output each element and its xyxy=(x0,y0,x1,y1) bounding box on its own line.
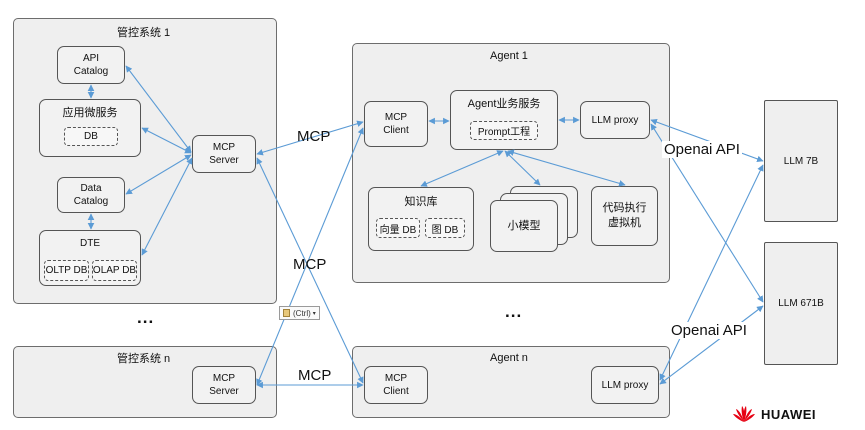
huawei-logo-text: HUAWEI xyxy=(761,406,816,422)
db-box: DB xyxy=(64,127,118,146)
mgmt-system-1-title: 管控系统 1 xyxy=(117,27,171,39)
agent-business-service-label: Agent业务服务 xyxy=(467,98,541,110)
api-catalog: API Catalog xyxy=(57,46,125,84)
code-execution-vm-label: 代码执行 虚拟机 xyxy=(602,202,647,229)
dropdown-arrow-icon: ▾ xyxy=(312,310,316,317)
mcp-server-1: MCP Server xyxy=(192,135,256,173)
mcp-client-1-label: MCP Client xyxy=(383,112,409,136)
data-catalog: Data Catalog xyxy=(57,177,125,213)
mcp-label-top: MCP xyxy=(297,128,331,145)
openai-api-label-bottom: Openai API xyxy=(669,322,749,339)
vector-db: 向量 DB xyxy=(376,218,420,238)
llm-proxy-1: LLM proxy xyxy=(580,101,650,139)
agent-business-service: Agent业务服务 xyxy=(450,90,558,150)
ellipsis-right: ... xyxy=(505,302,523,321)
code-execution-vm: 代码执行 虚拟机 xyxy=(591,186,658,246)
llm-proxy-1-label: LLM proxy xyxy=(591,114,639,126)
mgmt-system-n-title: 管控系统 n xyxy=(117,353,171,365)
ellipsis-left: ... xyxy=(137,308,155,327)
mcp-server-n-label: MCP Server xyxy=(209,373,239,397)
small-model-label: 小模型 xyxy=(507,219,541,232)
mcp-client-n: MCP Client xyxy=(364,366,428,404)
mcp-client-n-label: MCP Client xyxy=(383,373,409,397)
mcp-label-bottom: MCP xyxy=(298,367,332,384)
mcp-client-1: MCP Client xyxy=(364,101,428,147)
app-microservice-label: 应用微服务 xyxy=(62,107,118,119)
agent-n-title: Agent n xyxy=(490,352,528,364)
llm-proxy-n: LLM proxy xyxy=(591,366,659,404)
knowledge-base-label: 知识库 xyxy=(404,196,438,208)
llm-proxy-n-label: LLM proxy xyxy=(601,379,649,391)
data-catalog-label: Data Catalog xyxy=(73,183,109,207)
dte-label: DTE xyxy=(80,238,100,249)
paste-options-button[interactable]: (Ctrl) ▾ xyxy=(279,306,320,320)
llm-671b-label: LLM 671B xyxy=(778,298,824,309)
oltp-db-box: OLTP DB xyxy=(44,260,89,281)
olap-db-box: OLAP DB xyxy=(92,260,137,281)
agent-1-title: Agent 1 xyxy=(490,50,528,62)
openai-api-label-top: Openai API xyxy=(662,141,742,158)
llm-7b: LLM 7B xyxy=(764,100,838,222)
arrow-proxyn-llm671b xyxy=(659,305,764,385)
huawei-logo: HUAWEI xyxy=(731,405,816,423)
huawei-petal-icon xyxy=(733,406,755,422)
paste-options-label: (Ctrl) xyxy=(293,308,311,318)
prompt-engineering: Prompt工程 xyxy=(470,121,538,140)
llm-671b: LLM 671B xyxy=(764,242,838,365)
small-model: 小模型 xyxy=(490,200,558,252)
mcp-label-middle: MCP xyxy=(293,256,327,273)
arrow-proxyn-llm7b xyxy=(659,164,764,381)
graph-db: 图 DB xyxy=(425,218,465,238)
clipboard-icon xyxy=(283,309,290,317)
mcp-server-n: MCP Server xyxy=(192,366,256,404)
llm-7b-label: LLM 7B xyxy=(783,155,819,167)
api-catalog-label: API Catalog xyxy=(73,53,109,77)
mcp-server-1-label: MCP Server xyxy=(209,142,239,166)
